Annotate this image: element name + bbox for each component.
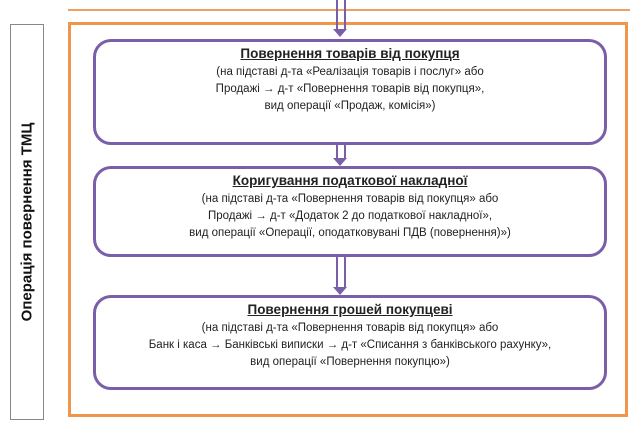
side-label: Операція повернення ТМЦ [18,122,36,322]
step-title: Повернення товарів від покупця [240,46,460,61]
step-refund-money: Повернення грошей покупцеві (на підставі… [93,295,607,390]
step-line: Банк і каса → Банківські виписки → д-т «… [148,339,552,351]
step-return-goods: Повернення товарів від покупця (на підст… [93,39,607,145]
divider-line [68,9,630,11]
step-tax-invoice-correction: Коригування податкової накладної (на під… [93,166,607,257]
step-line: вид операції «Операції, оподатковувані П… [189,227,511,239]
arrow-down-icon [333,0,347,38]
operation-frame [68,22,628,417]
arrow-down-icon [333,257,347,296]
step-line: вид операції «Повернення покупцю») [250,356,450,368]
step-line: вид операції «Продаж, комісія») [264,100,436,112]
step-line: (на підставі д-та «Реалізація товарів і … [216,66,484,78]
arrow-down-icon [333,145,347,166]
step-line: Продажі → д-т «Повернення товарів від по… [215,83,485,95]
step-title: Повернення грошей покупцеві [247,302,453,317]
side-label-box: Операція повернення ТМЦ [10,24,44,420]
step-title: Коригування податкової накладної [232,173,468,188]
step-line: (на підставі д-та «Повернення товарів ві… [201,193,499,205]
step-line: (на підставі д-та «Повернення товарів ві… [201,322,499,334]
step-line: Продажі → д-т «Додаток 2 до податкової н… [207,210,493,222]
